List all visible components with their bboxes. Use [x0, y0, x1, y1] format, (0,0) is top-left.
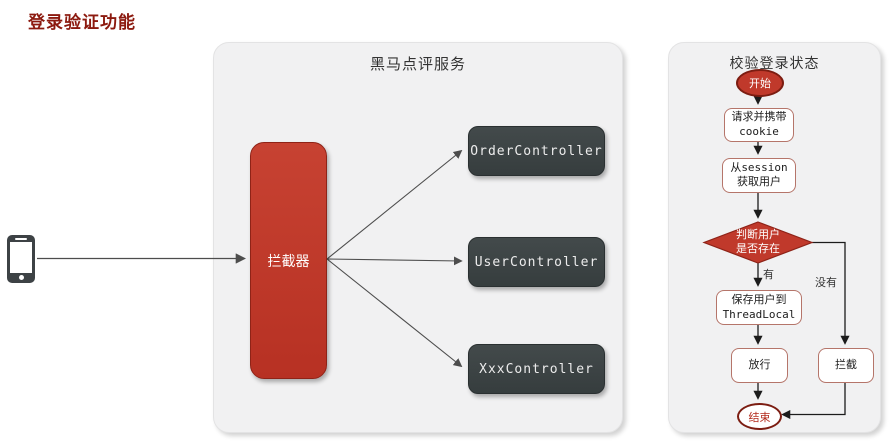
- flow-start-node: 开始: [736, 69, 784, 97]
- flow-pass-label: 放行: [748, 358, 771, 371]
- flow-request-node: 请求并携带 cookie: [724, 108, 794, 142]
- flow-request-line1: 请求并携带: [731, 111, 787, 124]
- login-check-panel-title: 校验登录状态: [729, 55, 820, 71]
- user-controller-label: UserController: [474, 254, 599, 270]
- flow-start-label: 开始: [749, 78, 771, 90]
- phone-home-button: [18, 275, 24, 280]
- flow-end-label: 结束: [748, 411, 771, 424]
- smartphone-icon: [7, 235, 35, 283]
- order-controller-node: OrderController: [468, 126, 605, 176]
- flow-session-line1: 从session: [730, 161, 787, 176]
- xxx-controller-label: XxxController: [479, 361, 594, 377]
- flow-save-line1: 保存用户到: [731, 293, 787, 306]
- branch-no-label: 没有: [815, 277, 837, 289]
- flow-save-node: 保存用户到 ThreadLocal: [716, 290, 802, 325]
- flow-pass-node: 放行: [731, 348, 788, 383]
- phone-screen: [10, 242, 32, 273]
- flow-block-node: 拦截: [818, 348, 874, 383]
- decision-line2: 是否存在: [736, 242, 780, 255]
- branch-yes-label: 有: [763, 269, 774, 281]
- phone-speaker: [15, 238, 27, 240]
- interceptor-node: 拦截器: [250, 142, 327, 379]
- flow-session-prefix: 从: [730, 162, 742, 175]
- flow-request-line2: cookie: [739, 125, 779, 138]
- decision-label: 判断用户 是否存在: [708, 229, 808, 257]
- xxx-controller-node: XxxController: [468, 344, 605, 394]
- flow-session-node: 从session 获取用户: [722, 158, 796, 193]
- user-controller-node: UserController: [468, 237, 605, 287]
- flow-block-label: 拦截: [835, 358, 857, 371]
- flow-session-code: session: [741, 161, 788, 175]
- flow-end-node: 结束: [737, 403, 782, 430]
- decision-line1: 判断用户: [736, 229, 780, 241]
- page-title: 登录验证功能: [28, 13, 136, 32]
- flow-session-line2: 获取用户: [737, 176, 781, 188]
- interceptor-label: 拦截器: [267, 252, 310, 269]
- flow-save-line2: ThreadLocal: [722, 307, 796, 321]
- order-controller-label: OrderController: [470, 143, 603, 159]
- service-panel-title: 黑马点评服务: [369, 56, 466, 73]
